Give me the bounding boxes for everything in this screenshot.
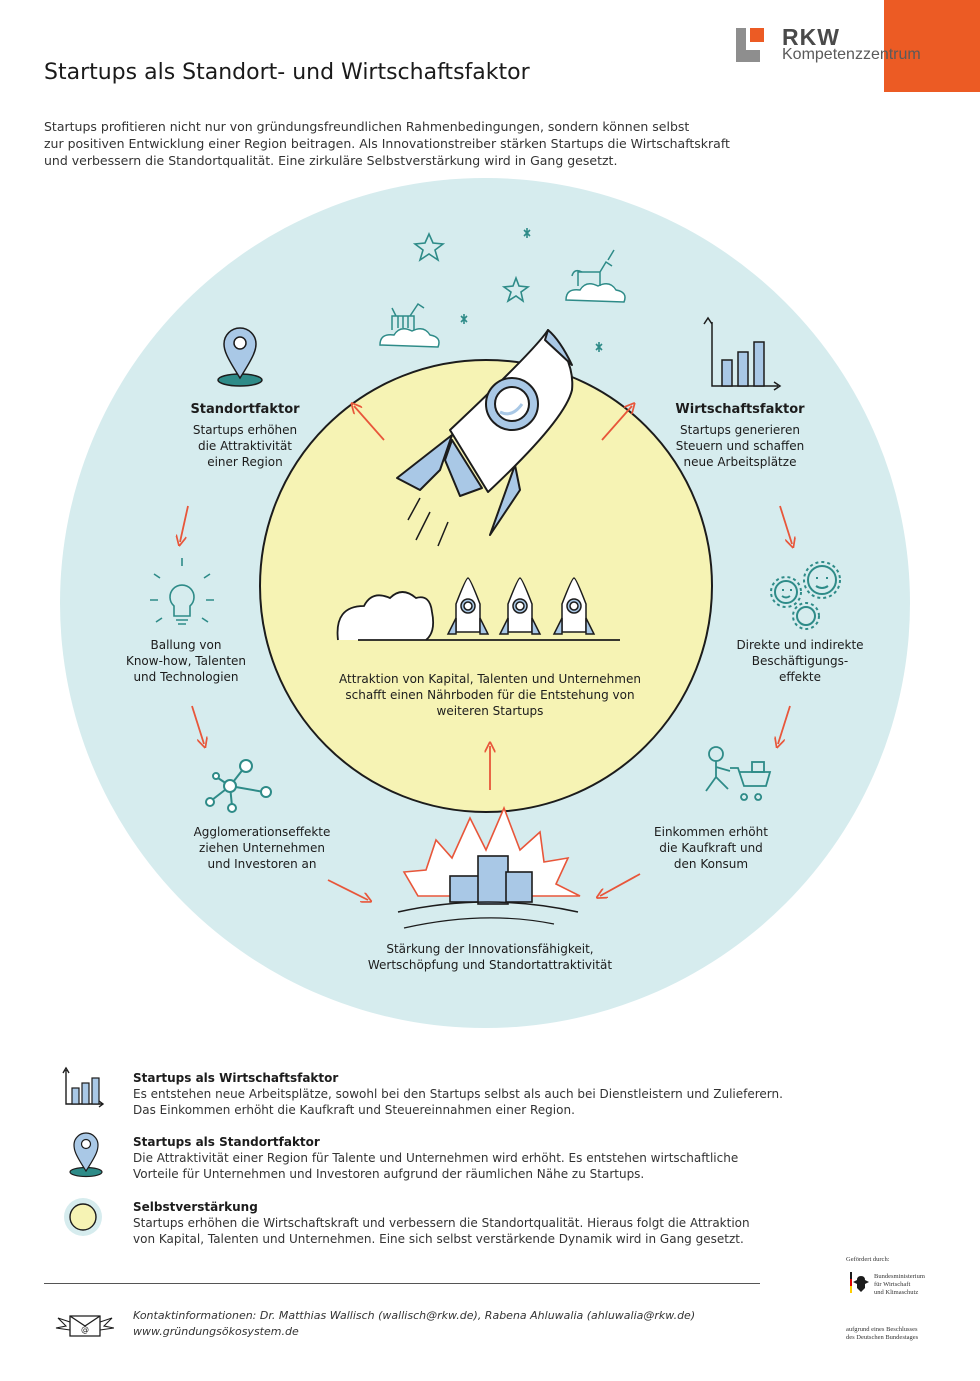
contact-line: Kontaktinformationen: Dr. Matthias Walli… [133, 1309, 696, 1322]
gears-icon [770, 561, 841, 630]
bundestag-line: des Deutschen Bundestages [846, 1334, 919, 1341]
ballung-label: Ballung von Know-how, Talenten und Techn… [106, 637, 266, 685]
website-link[interactable]: www.gründungsökosystem.de [133, 1325, 299, 1338]
label-line: und Investoren an [207, 857, 317, 871]
legend-text-selbstverstaerkung: Startups erhöhen die Wirtschaftskraft un… [133, 1215, 773, 1247]
light-bulb-icon [150, 558, 214, 625]
label-line: Direkte und indirekte [736, 638, 864, 652]
arrow-right-2 [778, 705, 791, 744]
bar-chart-icon [703, 316, 782, 391]
inner-circle [259, 359, 713, 813]
label-line: Know-how, Talenten [125, 654, 247, 668]
standortfaktor-label: Standortfaktor Startups erhöhen die Attr… [160, 402, 330, 470]
rocket-icon [396, 329, 574, 547]
legend-line: Es entstehen neue Arbeitsplätze, sowohl … [133, 1087, 783, 1101]
label-line: einer Region [207, 455, 283, 469]
label-line: Steuern und schaffen [675, 439, 805, 453]
label-line: schafft einen Nährboden für die Entstehu… [345, 688, 635, 702]
legend-title-standort: Startups als Standortfaktor [133, 1135, 320, 1149]
logo-title: RKW [782, 24, 840, 50]
small-rocket-icon [552, 577, 596, 635]
label-line: ziehen Unternehmen [199, 841, 325, 855]
center-label: Attraktion von Kapital, Talenten und Unt… [330, 671, 650, 719]
ministry-line: für Wirtschaft [874, 1281, 911, 1288]
intro-line: zur positiven Entwicklung einer Region b… [44, 136, 730, 151]
label-line: Startups generieren [680, 423, 800, 437]
funded-by-label: Gefördert durch: [846, 1256, 890, 1263]
ministry-line: und Klimaschutz [874, 1289, 919, 1296]
label-line: neue Arbeitsplätze [683, 455, 797, 469]
location-pin-icon [217, 327, 263, 387]
legend-line: Vorteile für Unternehmen und Investoren … [133, 1167, 645, 1181]
network-icon [205, 759, 272, 813]
label-line: Agglomerationseffekte [193, 825, 331, 839]
unicorn-icon [565, 249, 626, 303]
arrow-left-1 [180, 505, 189, 542]
corner-accent [884, 0, 980, 92]
arrow-left-2 [191, 705, 204, 744]
legend-text-wirtschaft: Es entstehen neue Arbeitsplätze, sowohl … [133, 1086, 783, 1118]
agglomeration-label: Agglomerationseffekte ziehen Unternehmen… [180, 824, 344, 872]
rkw-logo-icon [736, 28, 764, 62]
legend-line: Das Einkommen erhöht die Kaufkraft und S… [133, 1103, 575, 1117]
legend-title-wirtschaft: Startups als Wirtschaftsfaktor [133, 1071, 339, 1085]
label-line: die Kaufkraft und [659, 841, 763, 855]
star-icon [412, 228, 603, 352]
wirtschaftsfaktor-label: Wirtschaftsfaktor Startups generieren St… [660, 402, 820, 470]
footer-divider [44, 1283, 760, 1284]
yellow-circle-icon [64, 1198, 102, 1236]
arrow-left-3 [327, 879, 368, 900]
legend-text-standort: Die Attraktivität einer Region für Talen… [133, 1150, 773, 1182]
legend-title-selbstverstaerkung: Selbstverstärkung [133, 1200, 258, 1214]
contact-info: Kontaktinformationen: Dr. Matthias Walli… [133, 1308, 695, 1340]
label-line: und Technologien [133, 670, 239, 684]
ministry-name: Bundesministerium für Wirtschaft und Kli… [874, 1273, 925, 1297]
cloud-icon [336, 591, 435, 641]
intro-text: Startups profitieren nicht nur von gründ… [44, 118, 764, 169]
beschaeftigung-label: Direkte und indirekte Beschäftigungs- ef… [720, 637, 880, 685]
envelope-icon: @ [55, 1315, 114, 1337]
zebra-icon [379, 302, 440, 348]
einkommen-label: Einkommen erhöht die Kaufkraft und den K… [636, 824, 786, 872]
label-line: weiteren Startups [436, 704, 544, 718]
city-icon [397, 805, 581, 929]
arrow-right-1 [779, 505, 792, 544]
label-line: Beschäftigungs- [751, 654, 849, 668]
label-line: Wertschöpfung und Standortattraktivität [367, 958, 613, 972]
legend-line: von Kapital, Talenten und Unternehmen. E… [133, 1232, 744, 1246]
bar-chart-icon [62, 1066, 105, 1108]
label-line: die Attraktivität [197, 439, 293, 453]
svg-text:@: @ [81, 1325, 89, 1334]
label-line: Stärkung der Innovationsfähigkeit, [386, 942, 594, 956]
cycle-arrows [180, 406, 792, 900]
federal-eagle-icon [850, 1272, 869, 1293]
arrow-up-left [354, 406, 385, 441]
wirtschaftsfaktor-heading: Wirtschaftsfaktor [675, 402, 805, 417]
legend-line: Startups erhöhen die Wirtschaftskraft un… [133, 1216, 750, 1230]
standortfaktor-heading: Standortfaktor [190, 402, 300, 417]
logo-subtitle: Kompetenzzentrum [782, 46, 921, 63]
staerkung-label: Stärkung der Innovationsfähigkeit, Werts… [330, 941, 650, 973]
ministry-line: Bundesministerium [874, 1273, 925, 1280]
label-line: Attraktion von Kapital, Talenten und Unt… [339, 672, 641, 686]
intro-line: und verbessern die Standortqualität. Ein… [44, 153, 618, 168]
legend-line: Die Attraktivität einer Region für Talen… [133, 1151, 739, 1165]
intro-line: Startups profitieren nicht nur von gründ… [44, 119, 690, 134]
page-title: Startups als Standort- und Wirtschaftsfa… [44, 60, 530, 85]
label-line: Startups erhöhen [192, 423, 298, 437]
bundestag-note: aufgrund eines Beschlusses des Deutschen… [846, 1326, 918, 1342]
location-pin-icon [69, 1132, 103, 1178]
small-rocket-icon [498, 577, 542, 635]
label-line: den Konsum [673, 857, 749, 871]
label-line: Ballung von [150, 638, 222, 652]
arrow-up-right [601, 406, 632, 441]
bundestag-line: aufgrund eines Beschlusses [846, 1326, 918, 1333]
label-line: Einkommen erhöht [654, 825, 768, 839]
label-line: effekte [778, 670, 822, 684]
shopping-cart-icon [705, 746, 772, 801]
small-rocket-icon [446, 577, 490, 635]
arrow-right-3 [600, 873, 641, 896]
